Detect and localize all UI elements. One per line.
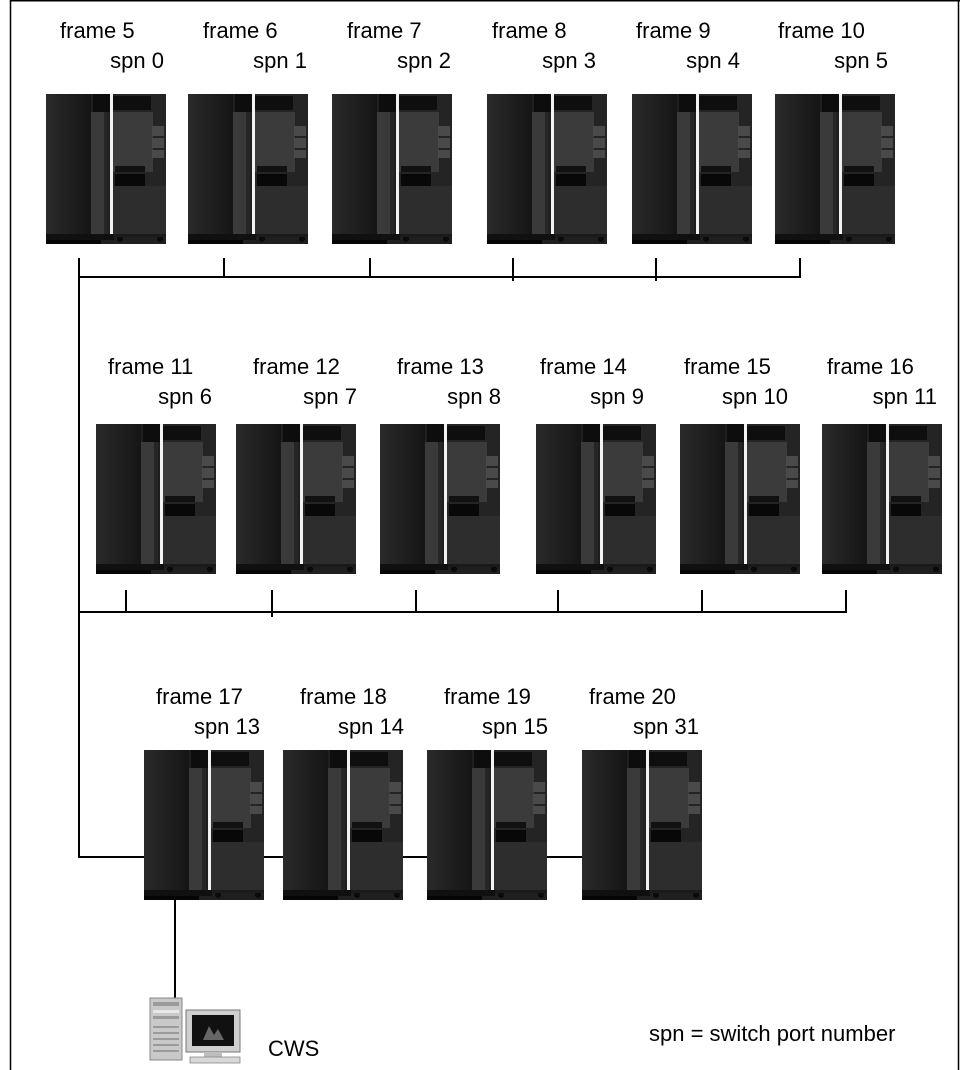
frame-name: frame 5 <box>60 18 135 43</box>
switch-port-number: spn 1 <box>253 48 307 73</box>
frame-name: frame 7 <box>347 18 422 43</box>
frame-label: frame 18 spn 14 <box>300 682 404 742</box>
frame-label: frame 10 spn 5 <box>778 16 888 76</box>
switch-port-number: spn 8 <box>447 384 501 409</box>
switch-port-number: spn 9 <box>590 384 644 409</box>
frame-name: frame 10 <box>778 18 865 43</box>
frame-label: frame 9 spn 4 <box>636 16 740 76</box>
frame-label: frame 20 spn 31 <box>589 682 699 742</box>
frame-label: frame 8 spn 3 <box>492 16 596 76</box>
frame-label: frame 17 spn 13 <box>156 682 260 742</box>
switch-port-number: spn 10 <box>721 384 788 409</box>
switch-port-number: spn 31 <box>632 714 699 739</box>
frame-name: frame 9 <box>636 18 711 43</box>
switch-bus-row-2 <box>78 590 847 617</box>
frame-label: frame 19 spn 15 <box>444 682 548 742</box>
frame-name: frame 11 <box>108 354 194 379</box>
frame-name: frame 16 <box>827 354 914 379</box>
frame-name: frame 15 <box>684 354 771 379</box>
frame-name: frame 13 <box>397 354 484 379</box>
frame-label: frame 16 spn 11 <box>827 352 937 412</box>
frame-label: frame 14 spn 9 <box>540 352 644 412</box>
frame-name: frame 12 <box>253 354 340 379</box>
frame-name: frame 14 <box>540 354 627 379</box>
switch-port-number: spn 15 <box>481 714 548 739</box>
switch-port-number: spn 13 <box>193 714 260 739</box>
frame-label: frame 7 spn 2 <box>347 16 451 76</box>
cws-workstation-icon <box>149 997 241 1064</box>
switch-bus-row-1 <box>78 258 801 281</box>
frame-label: frame 6 spn 1 <box>203 16 307 76</box>
frame-name: frame 19 <box>444 684 531 709</box>
frame-name: frame 17 <box>156 684 243 709</box>
frame-label: frame 5 spn 0 <box>60 16 164 76</box>
frame-label: frame 13 spn 8 <box>397 352 501 412</box>
switch-port-number: spn 5 <box>834 48 888 73</box>
switch-port-number: spn 0 <box>110 48 164 73</box>
frame-label: frame 12 spn 7 <box>253 352 357 412</box>
switch-port-number: spn 11 <box>872 384 937 409</box>
frame-label: frame 15 spn 10 <box>684 352 788 412</box>
frame-name: frame 6 <box>203 18 278 43</box>
frame-name: frame 20 <box>589 684 676 709</box>
legend-text: spn = switch port number <box>649 1021 896 1046</box>
switch-port-number: spn 6 <box>158 384 212 409</box>
switch-port-number: spn 2 <box>397 48 451 73</box>
frame-name: frame 8 <box>492 18 567 43</box>
switch-port-number: spn 4 <box>686 48 740 73</box>
cws-label: CWS <box>268 1036 320 1061</box>
switch-port-number: spn 7 <box>303 384 357 409</box>
frame-name: frame 18 <box>300 684 387 709</box>
switch-port-number: spn 3 <box>542 48 596 73</box>
switch-port-number: spn 14 <box>337 714 404 739</box>
frame-label: frame 11 spn 6 <box>108 352 212 412</box>
